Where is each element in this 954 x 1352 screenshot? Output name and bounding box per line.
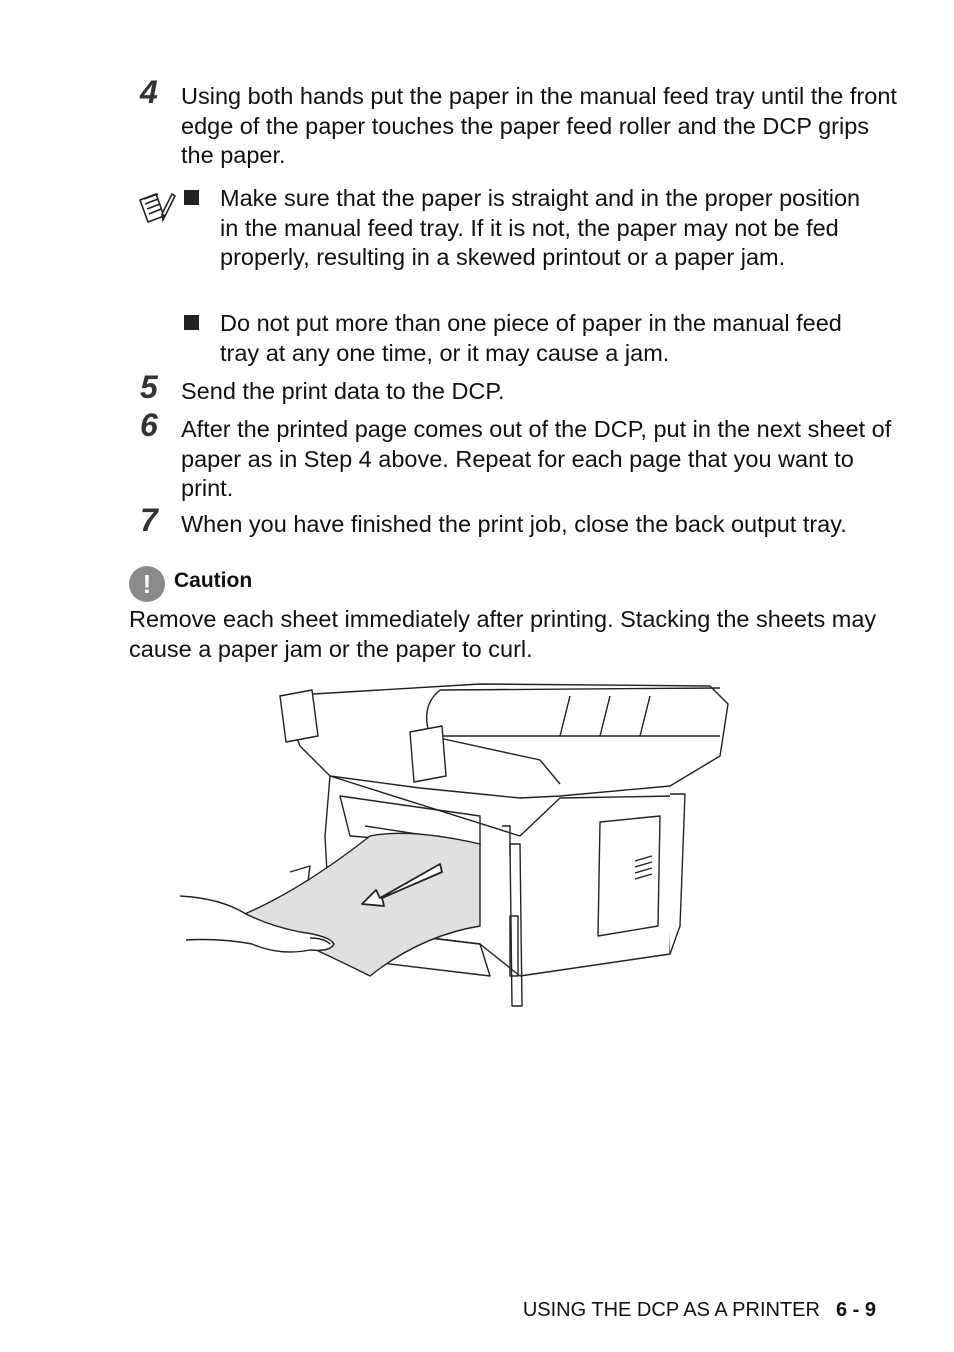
- step-number: 6: [140, 407, 158, 443]
- caution-title: Caution: [174, 569, 253, 592]
- bullet-text: Do not put more than one piece of paper …: [220, 310, 842, 366]
- printer-rear-paper-removal-illustration: [180, 683, 729, 1007]
- step-number: 4: [140, 74, 158, 110]
- bullet-square: [184, 315, 199, 330]
- exclamation-icon: !: [129, 566, 165, 602]
- bullet-text: Make sure that the paper is straight and…: [220, 185, 861, 270]
- step-text: Using both hands put the paper in the ma…: [181, 83, 897, 168]
- step-text: Send the print data to the DCP.: [181, 378, 505, 404]
- note-pencil-icon: [138, 192, 176, 224]
- step-text: After the printed page comes out of the …: [181, 416, 892, 501]
- step-number: 5: [140, 369, 158, 405]
- step-text: When you have finished the print job, cl…: [181, 511, 847, 537]
- footer-section-title: USING THE DCP AS A PRINTER: [522, 1299, 820, 1321]
- page-footer: USING THE DCP AS A PRINTER 6 - 9: [523, 1299, 876, 1322]
- step-number: 7: [140, 502, 158, 538]
- bullet-square: [184, 190, 199, 205]
- caution-text: Remove each sheet immediately after prin…: [129, 606, 877, 662]
- page-number: 6 - 9: [835, 1299, 876, 1321]
